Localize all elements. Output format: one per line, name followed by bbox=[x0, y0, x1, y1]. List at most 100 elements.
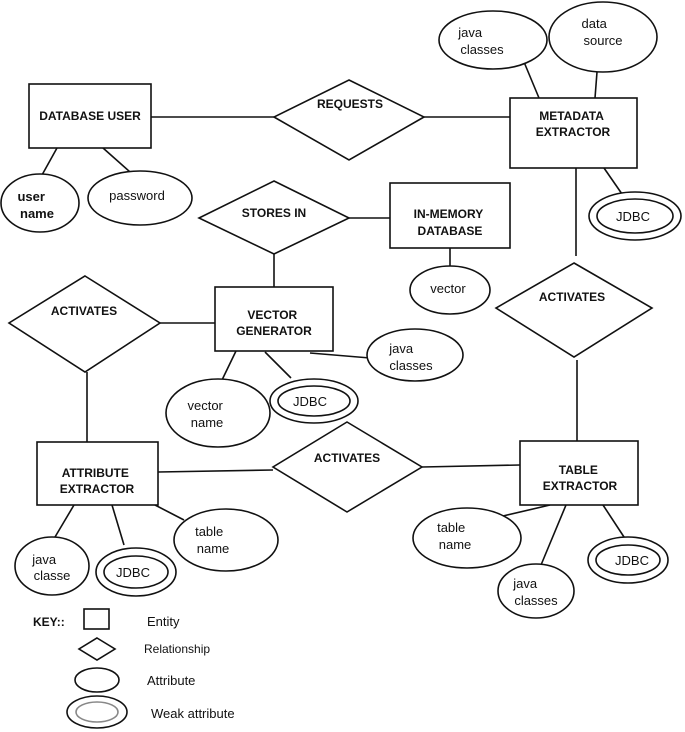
legend-title: KEY:: bbox=[33, 615, 65, 629]
svg-text:password: password bbox=[109, 188, 165, 203]
attribute-table-name-tbl: table name bbox=[412, 507, 522, 569]
svg-text:TABLE EXTRACTOR: TABLE EXTRACTOR bbox=[543, 463, 618, 493]
svg-text:table name: table name bbox=[195, 524, 229, 556]
attribute-java-classe-attr: java classe bbox=[14, 536, 90, 596]
svg-text:java classes: java classes bbox=[388, 341, 433, 373]
svg-text:JDBC: JDBC bbox=[616, 209, 650, 224]
svg-text:java classe: java classe bbox=[31, 552, 70, 583]
relationship-label: STORES IN bbox=[242, 206, 306, 220]
attribute-label: java bbox=[388, 341, 414, 356]
svg-text:user name: user name bbox=[17, 189, 54, 221]
weak-attribute-jdbc-vg: JDBC bbox=[269, 378, 359, 424]
entity-database-user: DATABASE USER bbox=[28, 83, 152, 149]
svg-text:ATTRIBUTE EXTRACTOR: ATTRIBUTE EXTRACTOR bbox=[60, 466, 135, 496]
legend-entity-symbol bbox=[83, 608, 110, 630]
svg-text:METADATA EXTRACTOR: METADATA EXTRACTOR bbox=[536, 109, 611, 139]
svg-text:table name: table name bbox=[437, 520, 471, 552]
weak-attribute-label: JDBC bbox=[293, 394, 327, 409]
attribute-label: table bbox=[195, 524, 223, 539]
weak-attribute-label: JDBC bbox=[615, 553, 649, 568]
attribute-label: vector bbox=[187, 398, 223, 413]
attribute-label: classes bbox=[460, 42, 504, 57]
attribute-label: classes bbox=[514, 593, 558, 608]
entity-label: METADATA bbox=[539, 109, 604, 123]
attribute-label: name bbox=[191, 415, 224, 430]
entity-vector-generator: VECTOR GENERATOR bbox=[214, 286, 334, 352]
relationship-activates-left: ACTIVATES bbox=[7, 275, 162, 373]
attribute-label: name bbox=[20, 206, 54, 221]
entity-attribute-extractor: ATTRIBUTE EXTRACTOR bbox=[36, 441, 159, 506]
relationship-stores-in: STORES IN bbox=[197, 180, 351, 255]
legend-weak-attribute-inner bbox=[75, 701, 119, 723]
svg-text:vector: vector bbox=[430, 281, 466, 296]
svg-text:STORES IN: STORES IN bbox=[242, 206, 306, 220]
svg-text:JDBC: JDBC bbox=[116, 565, 150, 580]
svg-text:vector name: vector name bbox=[187, 398, 226, 430]
entity-label: DATABASE bbox=[418, 224, 483, 238]
legend: KEY:: Entity Relationship Attribute Weak… bbox=[33, 608, 235, 729]
relationship-label: ACTIVATES bbox=[51, 304, 117, 318]
attribute-table-name-attr: table name bbox=[173, 508, 279, 572]
svg-text:java classes: java classes bbox=[512, 576, 558, 608]
relationship-requests: REQUESTS bbox=[272, 79, 426, 161]
relationship-label: ACTIVATES bbox=[539, 290, 605, 304]
attribute-user-name: user name bbox=[0, 173, 80, 233]
entity-label: EXTRACTOR bbox=[60, 482, 135, 496]
attribute-label: name bbox=[197, 541, 230, 556]
attribute-label: java bbox=[457, 25, 483, 40]
weak-attribute-jdbc-attr: JDBC bbox=[95, 547, 177, 597]
svg-text:REQUESTS: REQUESTS bbox=[317, 97, 383, 111]
svg-text:JDBC: JDBC bbox=[615, 553, 649, 568]
attribute-label: name bbox=[439, 537, 472, 552]
attribute-java-classes-tbl: java classes bbox=[497, 563, 575, 619]
svg-text:ACTIVATES: ACTIVATES bbox=[51, 304, 117, 318]
legend-relationship-symbol bbox=[77, 637, 117, 661]
attribute-label: password bbox=[109, 188, 165, 203]
entity-metadata-extractor: METADATA EXTRACTOR bbox=[509, 97, 638, 169]
attribute-label: vector bbox=[430, 281, 466, 296]
attribute-vector-db: vector bbox=[409, 265, 491, 315]
legend-attribute-symbol bbox=[74, 667, 120, 693]
relationship-activates-bottom: ACTIVATES bbox=[271, 421, 424, 513]
attribute-label: data bbox=[582, 16, 608, 31]
legend-attribute-label: Attribute bbox=[147, 673, 195, 688]
weak-attribute-label: JDBC bbox=[616, 209, 650, 224]
attribute-label: table bbox=[437, 520, 465, 535]
attribute-java-classes-meta: java classes bbox=[438, 10, 548, 70]
entity-label: EXTRACTOR bbox=[543, 479, 618, 493]
entity-table-extractor: TABLE EXTRACTOR bbox=[519, 440, 639, 506]
attribute-label: source bbox=[583, 33, 622, 48]
entity-in-memory-database: IN-MEMORY DATABASE bbox=[389, 182, 511, 249]
entity-label: DATABASE USER bbox=[39, 109, 141, 123]
weak-attribute-label: JDBC bbox=[116, 565, 150, 580]
weak-attribute-jdbc-meta: JDBC bbox=[588, 191, 682, 241]
attribute-java-classes-vg: java classes bbox=[366, 328, 464, 382]
svg-text:ACTIVATES: ACTIVATES bbox=[314, 451, 380, 465]
entity-label: EXTRACTOR bbox=[536, 125, 611, 139]
svg-text:JDBC: JDBC bbox=[293, 394, 327, 409]
attribute-label: user bbox=[17, 189, 44, 204]
attribute-data-source: data source bbox=[548, 1, 658, 73]
entity-label: VECTOR bbox=[247, 308, 297, 322]
attribute-password: password bbox=[87, 170, 193, 226]
attribute-label: classe bbox=[34, 568, 71, 583]
svg-text:data source: data source bbox=[582, 16, 623, 48]
entity-label: IN-MEMORY bbox=[414, 207, 484, 221]
relationship-label: REQUESTS bbox=[317, 97, 383, 111]
weak-attribute-jdbc-tbl: JDBC bbox=[587, 536, 669, 584]
attribute-label: java bbox=[31, 552, 57, 567]
entity-label: GENERATOR bbox=[236, 324, 312, 338]
svg-text:java classes: java classes bbox=[457, 25, 504, 57]
attribute-label: classes bbox=[389, 358, 433, 373]
relationship-activates-right: ACTIVATES bbox=[494, 262, 654, 358]
attribute-vector-name: vector name bbox=[165, 378, 271, 448]
svg-text:ACTIVATES: ACTIVATES bbox=[539, 290, 605, 304]
svg-text:IN-MEMORY DATABASE: IN-MEMORY DATABASE bbox=[414, 207, 487, 238]
legend-entity-label: Entity bbox=[147, 614, 180, 629]
entity-label: TABLE bbox=[559, 463, 598, 477]
attribute-label: java bbox=[512, 576, 538, 591]
legend-weak-attribute-label: Weak attribute bbox=[151, 706, 235, 721]
svg-text:VECTOR GENERATOR: VECTOR GENERATOR bbox=[236, 308, 312, 338]
entity-label: ATTRIBUTE bbox=[62, 466, 129, 480]
